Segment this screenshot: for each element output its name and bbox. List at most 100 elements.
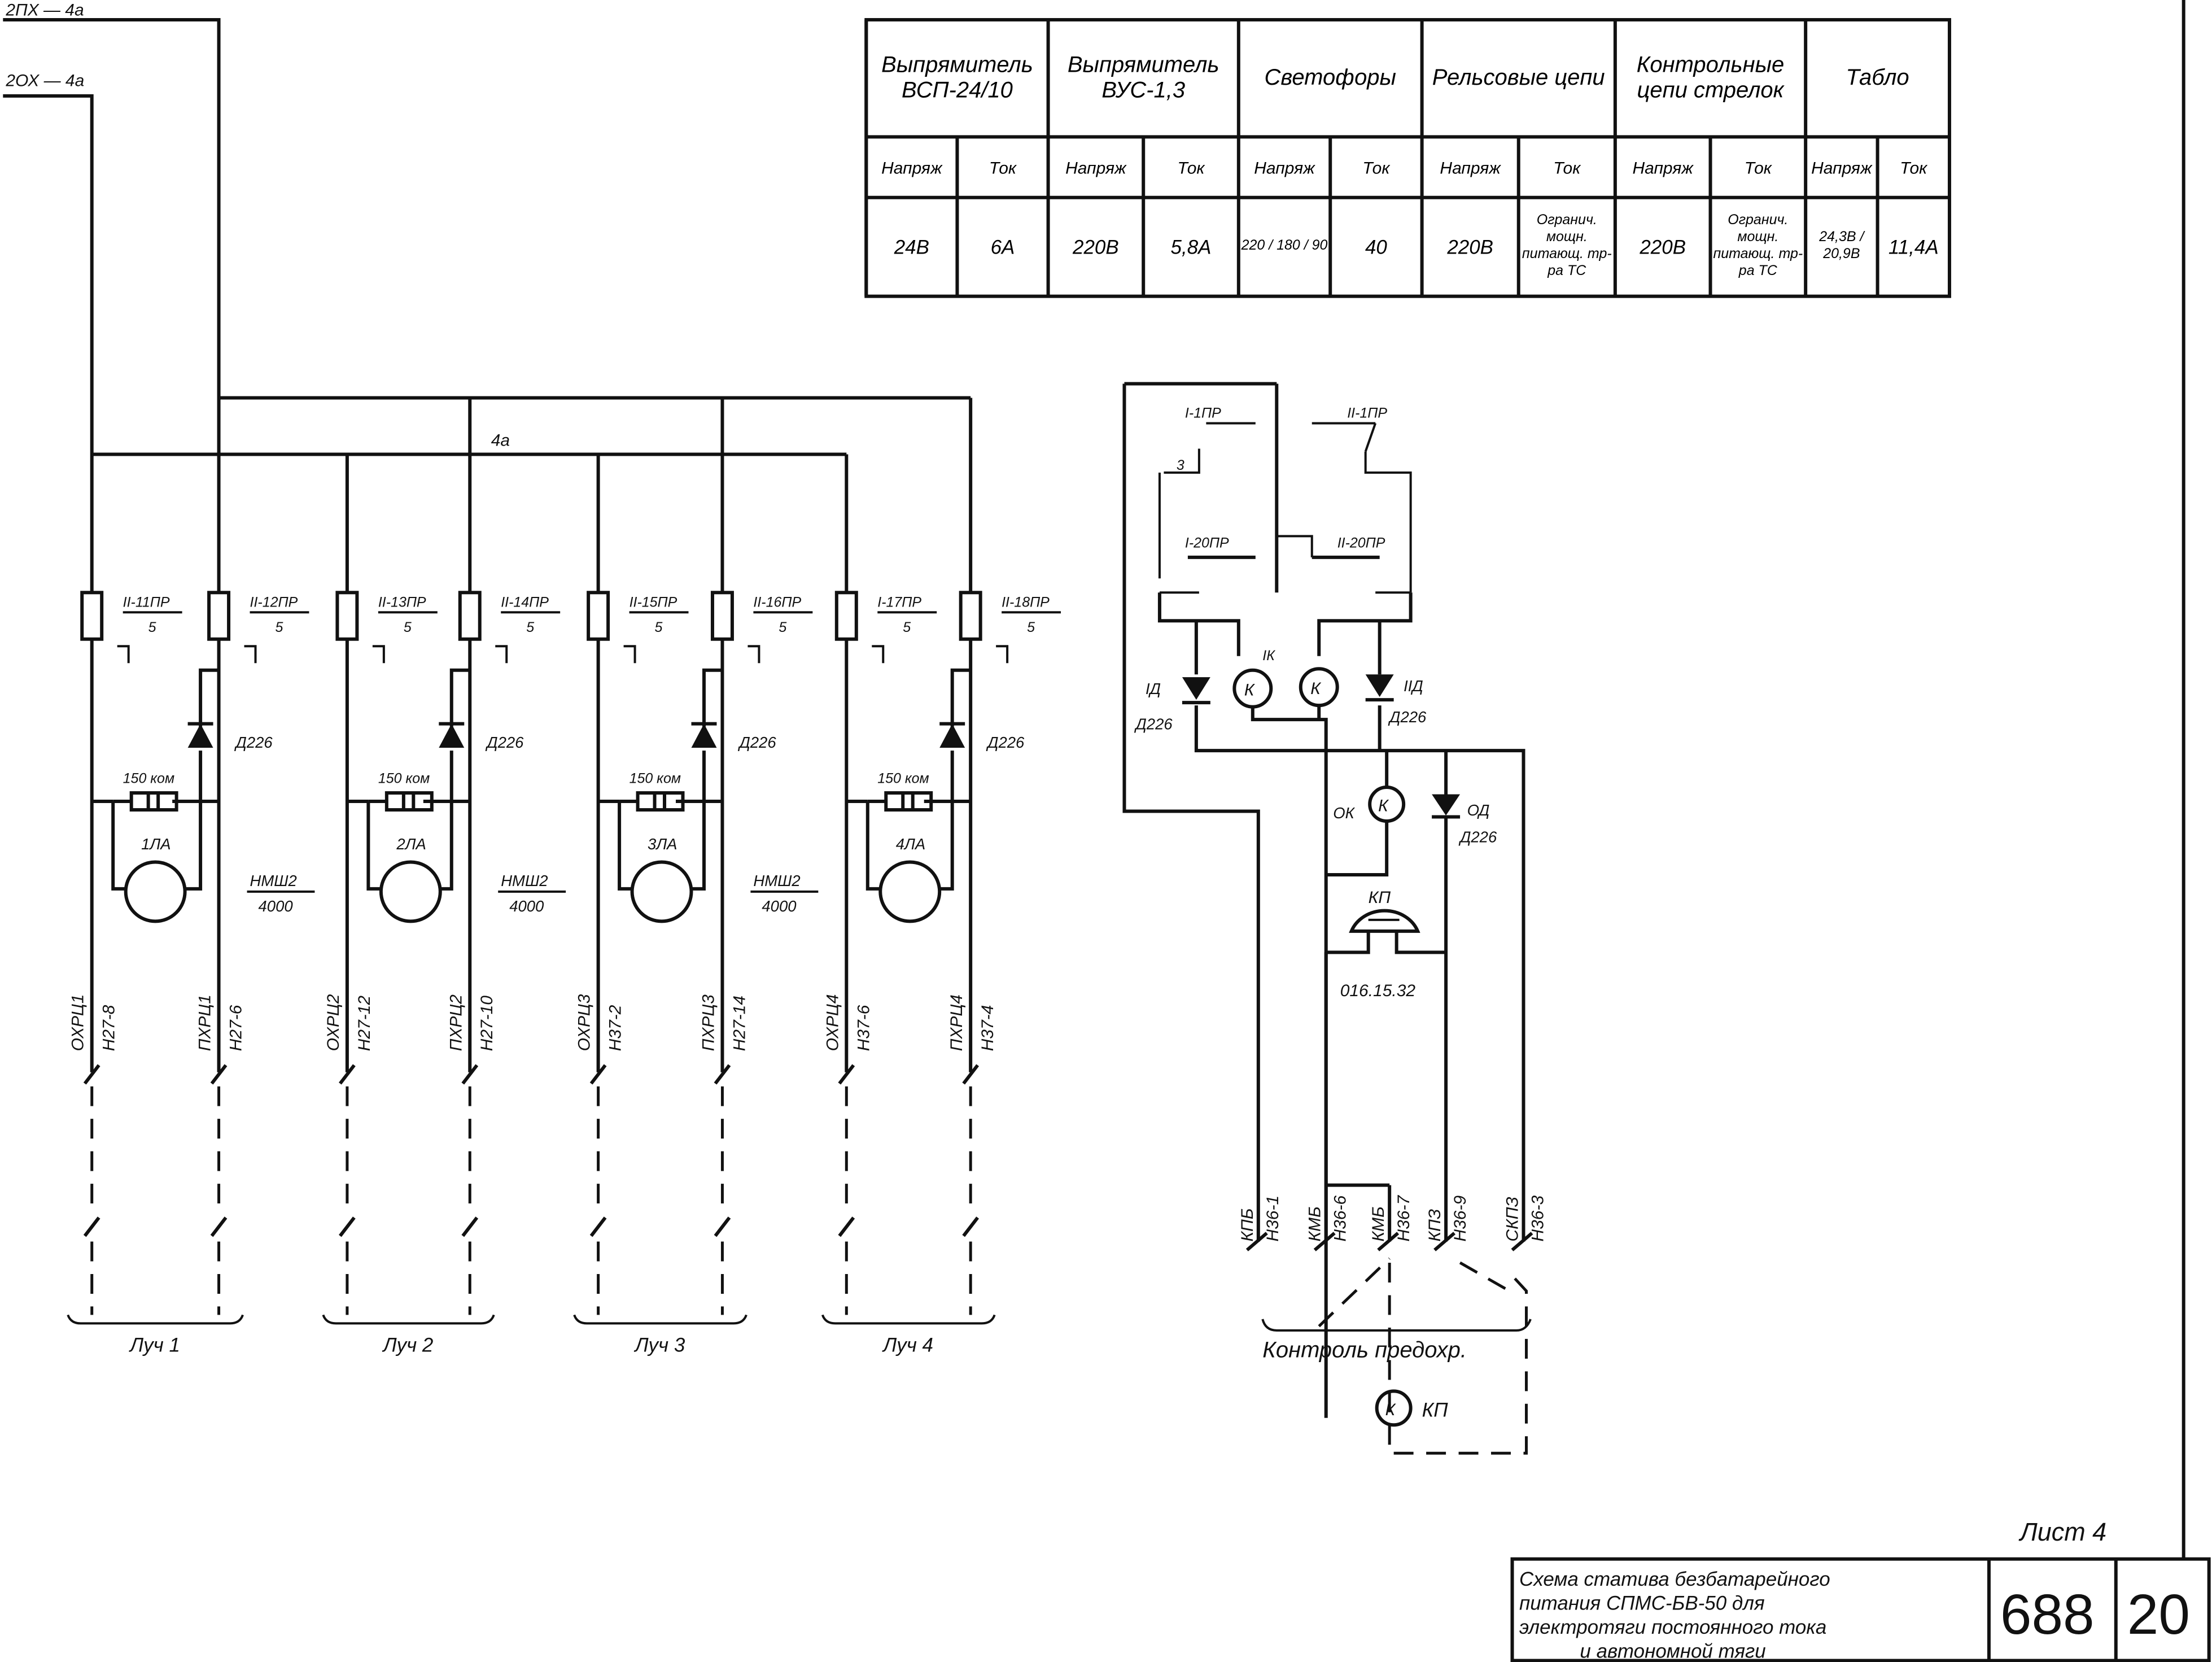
diode-icon [691, 723, 717, 748]
terminal-mark [714, 1064, 731, 1085]
terminal-mark [962, 1064, 980, 1085]
relay-icon [379, 860, 442, 923]
px-wire-label: ПХРЦ4 [947, 994, 966, 1051]
terminal-mark [1433, 1232, 1456, 1251]
fuse-px-label: II-14ПР [501, 594, 549, 610]
beam-label: Луч 3 [634, 1334, 685, 1356]
fuse-ox-label: II-11ПР [123, 594, 170, 610]
beam-label: Луч 4 [882, 1334, 933, 1356]
table-cell: Огранич. мощн. питающ. тр-ра ТС [1522, 213, 1612, 280]
terminal-mark [1377, 1232, 1400, 1251]
diode-icon [439, 723, 465, 748]
terminal-mark [83, 1064, 100, 1085]
beam-bracket [821, 1314, 996, 1325]
bell-code: 016.15.32 [1340, 982, 1416, 1000]
fuse-px-rating: 5 [526, 620, 534, 635]
relay-kp-label: КП [1422, 1399, 1449, 1421]
ox-terminal-label: Н37-6 [854, 1005, 873, 1051]
resistor-label: 150 ком [378, 771, 430, 787]
diode-label: Д226 [737, 734, 776, 751]
diode-3-label: ОД [1467, 801, 1490, 819]
table-col-header: Напряж [1254, 157, 1315, 177]
table-cell: 24,3В / 20,9В [1819, 230, 1864, 263]
ox-wire-label: ОХРЦ2 [324, 994, 343, 1051]
svg-text:3: 3 [1177, 457, 1184, 473]
px-wire-label: ПХРЦ3 [699, 994, 718, 1051]
beam-bracket [322, 1314, 495, 1325]
fuse-control-circuit: I-1ПР II-1ПР 3 I-20ПР II-20ПР IД Д226 II… [1122, 382, 1547, 1455]
fuse-ox-rating: 5 [655, 620, 663, 635]
fuse-1-label: I-1ПР [1185, 405, 1221, 421]
title-line-2: питания СПМС-БВ-50 для [1519, 1593, 1765, 1615]
input-label-px: 2ПХ — 4а [5, 1, 84, 19]
page-number: 20 [2127, 1584, 2190, 1646]
ox-terminal-label: Н27-8 [100, 1005, 119, 1051]
diode-label: Д226 [986, 734, 1025, 751]
ox-wire-label: ОХРЦ1 [69, 994, 88, 1051]
title-line-1: Схема статива безбатарейного [1519, 1568, 1830, 1590]
control-wire-label: КПБ [1238, 1209, 1257, 1242]
fuse-px-icon [710, 591, 734, 641]
terminal-mark [714, 1216, 731, 1237]
ox-wire-label: ОХРЦ3 [575, 994, 594, 1051]
terminal-mark [1245, 1232, 1268, 1251]
terminal-mark [838, 1216, 855, 1237]
terminal-mark [1313, 1232, 1336, 1251]
table-cell: 24В [894, 235, 929, 259]
px-wire-label: ПХРЦ1 [196, 994, 215, 1051]
table-group-header: Рельсовые цепи [1432, 66, 1605, 90]
fuse-3-label: I-20ПР [1185, 535, 1229, 551]
table-col-header: Ток [1900, 157, 1927, 177]
table-cell: 220В [1447, 235, 1494, 259]
fuse-4-label: II-20ПР [1337, 535, 1385, 551]
fuse-ox-rating: 5 [148, 620, 156, 635]
beam-bracket [67, 1314, 244, 1325]
beam-label: Луч 1 [129, 1334, 180, 1356]
fuse-2-label: II-1ПР [1347, 405, 1387, 421]
power-table: Выпрямитель ВСП-24/10Напряж24ВТок6АВыпря… [864, 18, 1951, 298]
sheet-number: Лист 4 [2018, 1517, 2106, 1546]
px-terminal-label: Н27-14 [730, 996, 749, 1051]
fuse-ox-label: II-15ПР [629, 594, 677, 610]
table-col-header: Ток [1744, 157, 1772, 177]
px-wire-label: ПХРЦ2 [447, 994, 465, 1051]
resistor-icon [129, 791, 178, 812]
fuse-px-label: II-12ПР [250, 594, 298, 610]
beam-label: Луч 2 [382, 1334, 434, 1356]
relay-resistance: 4000 [762, 897, 797, 915]
title-line-3: электротяги постоянного тока [1519, 1616, 1826, 1638]
fuse-px-label: II-16ПР [753, 594, 801, 610]
table-group-header: Светофоры [1264, 66, 1396, 90]
table-cell: 220 / 180 / 90 [1241, 238, 1328, 254]
fuse-ox-icon [80, 591, 104, 641]
table-cell: 5,8А [1170, 235, 1212, 259]
svg-text:К: К [1378, 797, 1389, 815]
terminal-mark [589, 1216, 607, 1237]
relay-icon [878, 860, 942, 923]
fuse-px-rating: 5 [779, 620, 786, 635]
table-cell: Огранич. мощн. питающ. тр-ра ТС [1713, 213, 1803, 280]
ox-terminal-label: Н37-2 [606, 1005, 625, 1051]
ox-feed-wire [3, 94, 94, 593]
table-col-header: Ток [1553, 157, 1581, 177]
table-col-header: Напряж [881, 157, 942, 177]
relay-ok-label: ОК [1333, 804, 1355, 822]
relay-1k-label: IК [1262, 648, 1275, 664]
fuse-px-rating: 5 [276, 620, 283, 635]
relay-icon [630, 860, 693, 923]
fuse-px-label: II-18ПР [1002, 594, 1050, 610]
fuse-ox-rating: 5 [903, 620, 911, 635]
relay-type: НМШ2 [753, 872, 800, 889]
control-wire-label: СКПЗ [1503, 1197, 1522, 1241]
control-bracket [1261, 1319, 1532, 1332]
table-group-header: Выпрямитель ВСП-24/10 [881, 53, 1033, 103]
diode-3-icon [1432, 794, 1461, 816]
px-terminal-label: Н27-10 [478, 996, 496, 1052]
px-terminal-label: Н37-4 [978, 1005, 997, 1052]
terminal-mark [1511, 1232, 1533, 1251]
resistor-label: 150 ком [877, 771, 929, 787]
diode-1-icon [1182, 677, 1210, 700]
